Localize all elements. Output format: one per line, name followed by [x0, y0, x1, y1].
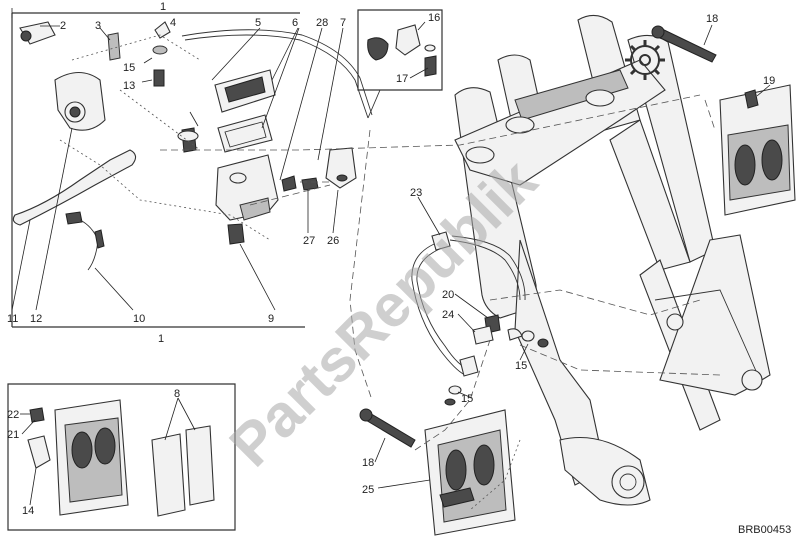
callout-9: 9 — [268, 313, 274, 325]
callout-7: 7 — [340, 17, 346, 29]
callout-13: 13 — [123, 80, 135, 92]
callout-1-bottom: 1 — [158, 333, 164, 345]
callout-18-top: 18 — [706, 13, 718, 25]
callout-15-low: 15 — [461, 393, 473, 405]
callout-8: 8 — [174, 388, 180, 400]
callout-17: 17 — [396, 73, 408, 85]
master-cylinder-group-box — [11, 8, 305, 328]
brake-lever — [12, 149, 137, 226]
callout-14: 14 — [22, 505, 34, 517]
callout-26: 26 — [327, 235, 339, 247]
callout-2: 2 — [60, 20, 66, 32]
callout-24: 24 — [442, 309, 454, 321]
callout-25: 25 — [362, 484, 374, 496]
callout-22: 22 — [7, 409, 19, 421]
callout-27: 27 — [303, 235, 315, 247]
clip-detail-box — [357, 9, 443, 91]
callout-21: 21 — [7, 429, 19, 441]
front-fork-assembly — [454, 14, 771, 506]
diagram-code: BRB00453 — [738, 524, 791, 536]
callout-28: 28 — [316, 17, 328, 29]
gear-icon — [625, 40, 665, 80]
callout-15-top: 15 — [123, 62, 135, 74]
callout-6: 6 — [292, 17, 298, 29]
callout-18-bottom: 18 — [362, 457, 374, 469]
callout-16: 16 — [428, 12, 440, 24]
callout-15-mid: 15 — [515, 360, 527, 372]
callout-23: 23 — [410, 187, 422, 199]
brake-caliper-left — [424, 409, 516, 536]
callout-10: 10 — [133, 313, 145, 325]
callout-1-top: 1 — [160, 1, 166, 13]
pad-inset-box — [7, 383, 236, 531]
callout-5: 5 — [255, 17, 261, 29]
brake-caliper-right — [719, 84, 796, 216]
lever-bracket — [54, 71, 106, 131]
callout-12: 12 — [30, 313, 42, 325]
callout-19: 19 — [763, 75, 775, 87]
callout-4: 4 — [170, 17, 176, 29]
callout-11: 11 — [7, 313, 18, 325]
brake-line-hose — [411, 239, 466, 376]
callout-20: 20 — [442, 289, 454, 301]
callout-3: 3 — [95, 20, 101, 32]
